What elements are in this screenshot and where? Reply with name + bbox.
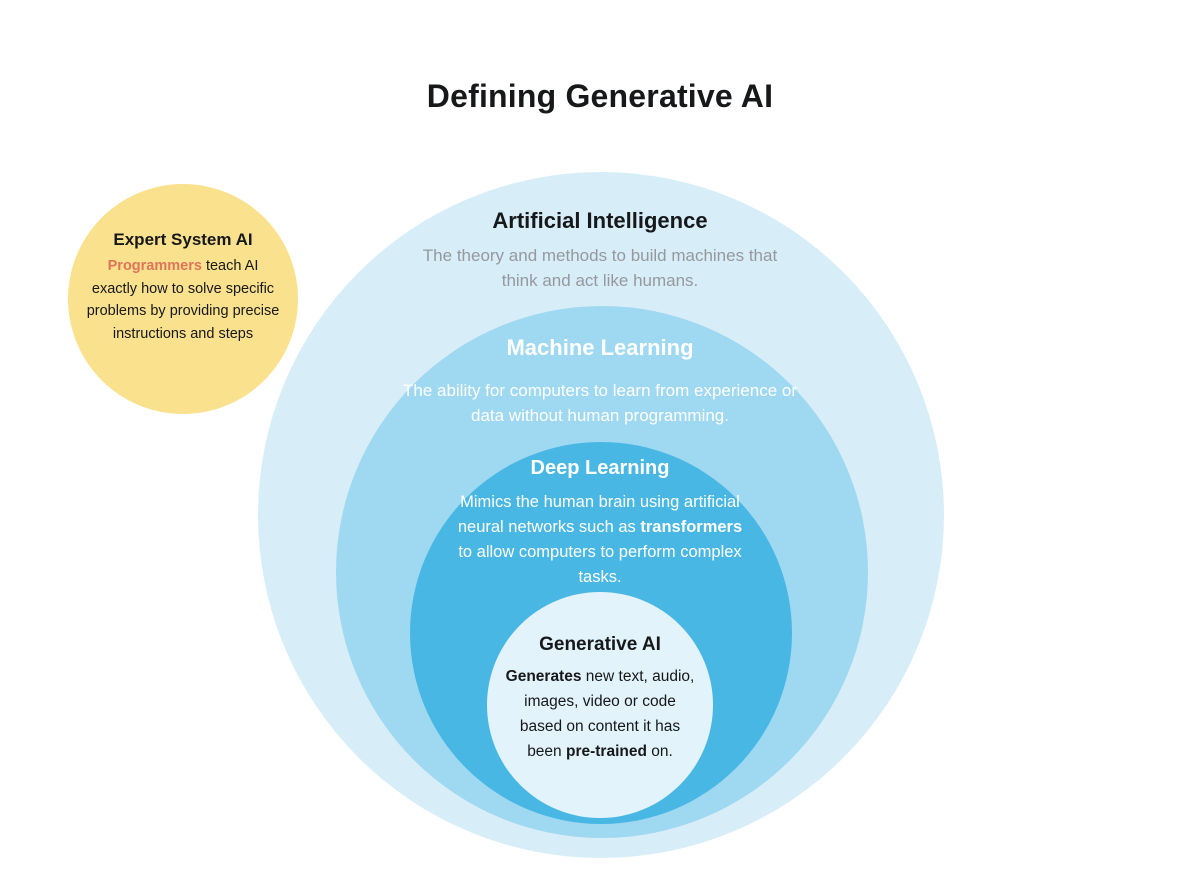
artificial-intelligence-description: The theory and methods to build machines… <box>422 246 778 290</box>
machine-learning-description: The ability for computers to learn from … <box>402 381 797 425</box>
deep-learning-desc-post: to allow computers to perform complex ta… <box>458 543 742 586</box>
expert-system-desc-rest: teach AI exactly how to solve specific p… <box>86 258 280 342</box>
artificial-intelligence-heading: Artificial Intelligence <box>492 208 708 233</box>
generative-ai-desc-bold2: pre-trained <box>565 743 647 760</box>
generative-ai-desc-mid: new text, audio, images, video or code b… <box>519 668 695 760</box>
generative-ai-heading: Generative AI <box>539 634 661 655</box>
expert-system-description: Programmers teach AI exactly how to solv… <box>86 255 280 345</box>
page-title: Defining Generative AI <box>426 78 774 114</box>
deep-learning-desc-bold: transformers <box>640 518 743 536</box>
expert-system-circle <box>68 184 298 414</box>
generative-ai-circle <box>487 592 713 818</box>
deep-learning-desc-pre: Mimics the human brain using artificial … <box>457 493 740 536</box>
deep-learning-description: Mimics the human brain using artificial … <box>453 490 747 590</box>
expert-system-desc-highlight: Programmers <box>107 258 202 274</box>
deep-learning-heading: Deep Learning <box>530 457 670 479</box>
expert-system-heading: Expert System AI <box>113 230 253 249</box>
generative-ai-desc-bold1: Generates <box>505 668 582 685</box>
machine-learning-heading: Machine Learning <box>506 335 694 360</box>
generative-ai-description: Generates new text, audio, images, video… <box>505 664 695 764</box>
generative-ai-desc-end: on. <box>646 743 673 760</box>
